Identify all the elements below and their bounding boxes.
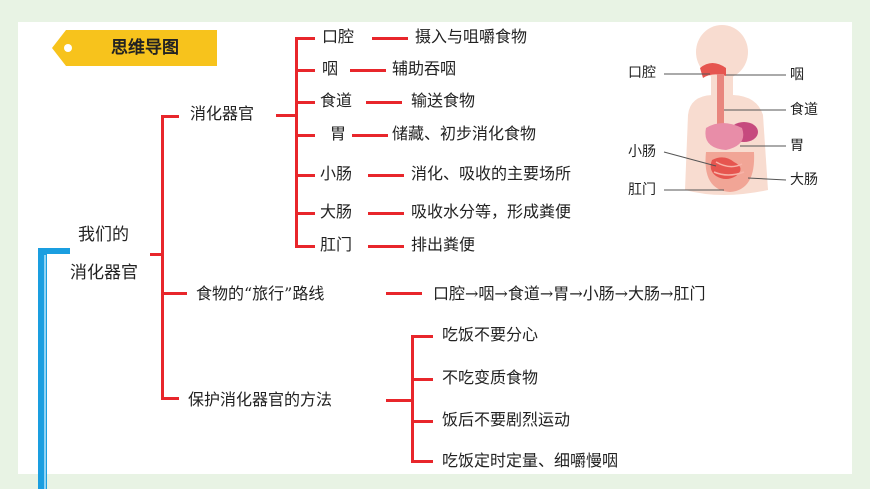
organ-large-intestine: 大肠 xyxy=(320,202,353,221)
figure-label-large-intestine: 大肠 xyxy=(790,172,818,188)
organ-dash xyxy=(368,245,404,248)
branch-organs-label: 消化器官 xyxy=(190,104,255,123)
figure-label-pharynx: 咽 xyxy=(790,67,804,83)
header-tag-label: 思维导图 xyxy=(111,38,179,58)
branch-protect-label: 保护消化器官的方法 xyxy=(188,390,333,409)
organ-dash xyxy=(366,101,402,104)
organ-dash xyxy=(350,69,386,72)
main-bracket xyxy=(161,115,164,399)
tag-dot-icon xyxy=(64,44,72,52)
protect-tick xyxy=(411,335,433,338)
side-accent-highlight xyxy=(44,255,46,489)
organ-anus: 肛门 xyxy=(320,235,353,254)
figure-label-mouth: 口腔 xyxy=(628,65,656,81)
protect-tick xyxy=(411,420,433,423)
protect-connector xyxy=(386,399,412,402)
figure-label-esophagus: 食道 xyxy=(790,102,818,118)
protect-bracket xyxy=(411,335,414,462)
intestine-folds xyxy=(713,161,745,176)
function-large-intestine: 吸收水分等，形成粪便 xyxy=(411,202,572,221)
function-anus: 排出粪便 xyxy=(411,235,476,254)
organ-tick xyxy=(295,212,315,215)
root-line1: 我们的 xyxy=(78,225,129,245)
side-accent-bar xyxy=(38,248,47,489)
function-small-intestine: 消化、吸收的主要场所 xyxy=(411,164,572,183)
function-esophagus: 输送食物 xyxy=(411,91,476,110)
protect-item-4: 吃饭定时定量、细嚼慢咽 xyxy=(442,451,619,470)
function-mouth: 摄入与咀嚼食物 xyxy=(415,27,528,46)
root-line2: 消化器官 xyxy=(70,263,138,283)
side-accent-bar-top xyxy=(38,248,70,254)
function-stomach: 储藏、初步消化食物 xyxy=(392,124,537,143)
bracket-tick-organs xyxy=(161,115,179,118)
leader-large-intestine xyxy=(747,177,787,181)
bracket-tick-route xyxy=(161,292,187,295)
organ-mouth: 口腔 xyxy=(322,27,355,46)
organ-tick xyxy=(295,174,315,177)
organ-dash xyxy=(372,37,408,40)
figure-label-small-intestine: 小肠 xyxy=(628,144,656,160)
protect-item-2: 不吃变质食物 xyxy=(442,368,539,387)
organ-tick xyxy=(295,101,315,104)
organ-esophagus: 食道 xyxy=(320,91,353,110)
protect-tick xyxy=(411,378,433,381)
header-tag xyxy=(52,30,217,66)
stomach-shape xyxy=(705,123,744,150)
leader-small-intestine xyxy=(663,151,717,167)
branch-route-label: 食物的“旅行”路线 xyxy=(196,284,325,303)
protect-item-1: 吃饭不要分心 xyxy=(442,325,539,344)
organ-dash xyxy=(368,174,404,177)
organ-dash xyxy=(368,212,404,215)
protect-item-3: 饭后不要剧烈运动 xyxy=(442,410,571,429)
organ-stomach: 胃 xyxy=(330,124,347,143)
route-path: 口腔→咽→食道→胃→小肠→大肠→肛门 xyxy=(433,284,706,303)
function-pharynx: 辅助吞咽 xyxy=(392,59,457,78)
figure-label-stomach: 胃 xyxy=(790,138,804,154)
organ-tick xyxy=(295,134,315,137)
organs-bracket xyxy=(295,37,298,247)
root-connector xyxy=(150,253,162,256)
bracket-tick-protect xyxy=(161,397,179,400)
organ-dash xyxy=(352,134,388,137)
organ-tick xyxy=(295,245,315,248)
figure-label-anus: 肛门 xyxy=(628,182,656,198)
organs-connector xyxy=(276,114,296,117)
route-dash xyxy=(386,292,422,295)
organ-small-intestine: 小肠 xyxy=(320,164,353,183)
organ-pharynx: 咽 xyxy=(322,59,339,78)
esophagus-shape xyxy=(717,74,724,130)
protect-tick xyxy=(411,460,433,463)
organ-tick xyxy=(295,69,315,72)
organ-tick xyxy=(295,37,315,40)
